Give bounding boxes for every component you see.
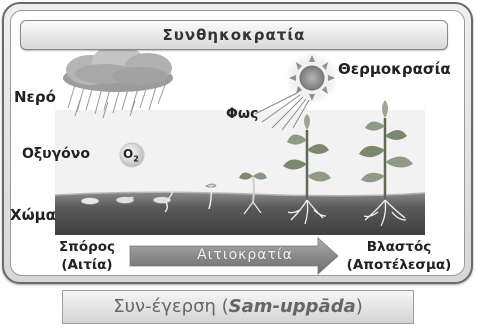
effect-label: (Αποτέλεσμα) — [334, 256, 464, 274]
oxygen-label: Οξυγόνο — [22, 146, 90, 162]
sprout-effect-label: Βλαστός (Αποτέλεσμα) — [334, 238, 464, 274]
footer-emphasis: Sam-uppāda — [229, 296, 356, 317]
oxygen-subscript: 2 — [133, 154, 139, 163]
soil-label: Χώμα — [10, 206, 56, 224]
temperature-label: Θερμοκρασία — [338, 60, 451, 78]
oxygen-symbol: O2 — [123, 147, 139, 163]
determinism-label: Αιτιοκρατία — [160, 246, 330, 264]
seed-label: Σπόρος — [44, 238, 130, 256]
seed-cause-label: Σπόρος (Αιτία) — [44, 238, 130, 274]
footer-suffix: ) — [356, 296, 363, 317]
footer-banner: Συν-έγερση (Sam-uppāda) — [62, 290, 414, 324]
light-label: Φως — [226, 106, 258, 122]
sprout-label: Βλαστός — [334, 238, 464, 256]
water-label: Νερό — [14, 88, 56, 106]
footer-prefix: Συν-έγερση ( — [113, 296, 228, 317]
soil-layer — [55, 192, 425, 235]
cause-label: (Αιτία) — [44, 256, 130, 274]
page-title: Συνθηκοκρατία — [20, 20, 448, 50]
rain-cloud-icon — [63, 45, 173, 118]
